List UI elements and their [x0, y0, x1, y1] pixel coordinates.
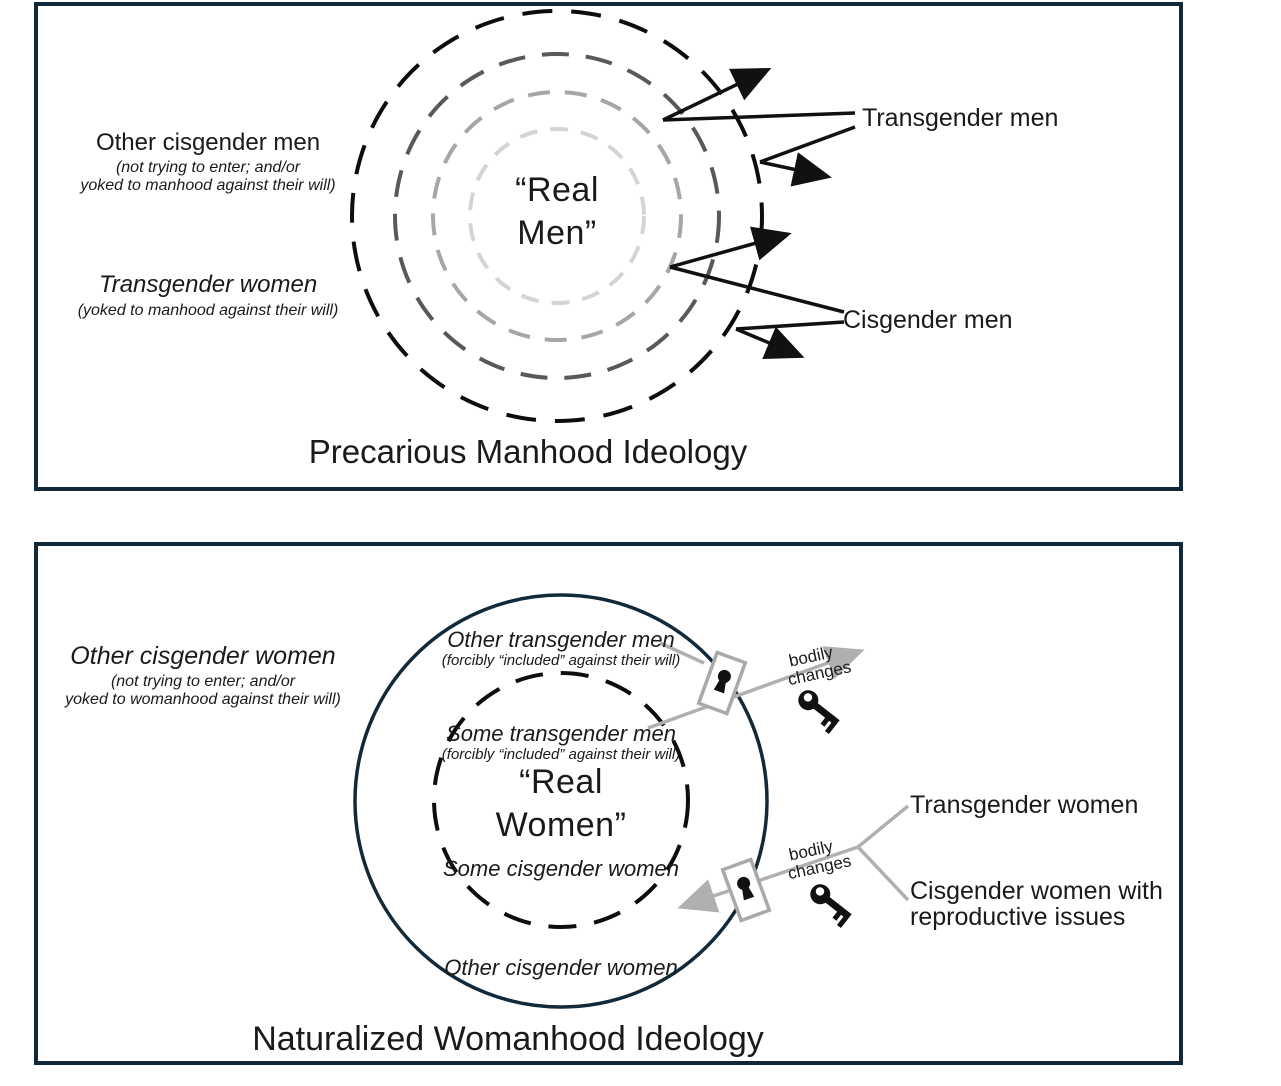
some-cisgender-women-label: Some cisgender women: [442, 856, 679, 881]
bottom-gate-lines: [677, 804, 910, 913]
naturalized-womanhood-panel: bodily changes: [34, 542, 1183, 1065]
other-cisgender-women-inside-label: Other cisgender women: [444, 955, 678, 980]
bodily-changes-label-bottom: bodily changes: [786, 837, 853, 884]
real-men-line2: Men”: [517, 214, 597, 252]
dashed-ring-inner: [468, 127, 646, 305]
bodily-changes-label-top: bodily changes: [786, 643, 853, 690]
entry-label-line: Cisgender women with: [910, 877, 1163, 905]
lock-icon: [696, 650, 748, 716]
other-cisgender-men-label: Other cisgender men: [95, 129, 321, 156]
other-transgender-men-subtext: (forcibly “included” against their will): [441, 652, 681, 669]
connector-lower-1: [669, 265, 845, 314]
other-transgender-men-label: Other transgender men: [447, 627, 675, 652]
bottom-gate: bodily changes: [677, 804, 910, 929]
inner-dashed-circle: [432, 671, 690, 929]
some-transgender-men-subtext: (forcibly “included” against their will): [441, 746, 681, 763]
top-gate-lines: [647, 641, 865, 730]
key-icon: [798, 690, 840, 735]
connector-cisgender-women: [856, 845, 910, 902]
real-women-line2: Women”: [495, 806, 627, 844]
cisgender-men-arrows: [669, 226, 845, 359]
key-icon: [810, 884, 852, 929]
manhood-diagram-canvas: [350, 9, 856, 423]
dashed-ring-outer: [350, 9, 764, 423]
subtext-line: yoked to manhood against their will): [80, 177, 336, 194]
subtext-line: (yoked to manhood against their will): [77, 302, 339, 319]
other-cisgender-women-outside-subtext: (not trying to enter; and/or yoked to wo…: [43, 673, 363, 709]
transgender-men-arrows: [662, 67, 856, 187]
connector-transgender-women: [856, 804, 910, 849]
manhood-title: Precarious Manhood Ideology: [308, 433, 748, 470]
some-transgender-men-label: Some transgender men: [446, 721, 676, 746]
entry-arrow: [677, 845, 859, 913]
womanhood-diagram-canvas: bodily changes: [353, 593, 910, 1009]
connector-upper-2: [759, 125, 856, 164]
precarious-manhood-panel: Other cisgender men (not trying to enter…: [34, 2, 1183, 491]
transgender-men-arrow-label: Transgender men: [862, 104, 1059, 132]
connector-lower-2: [735, 320, 845, 331]
transgender-women-subtext: (yoked to manhood against their will): [48, 302, 368, 320]
exit-arrow: [647, 646, 865, 730]
transgender-women-label: Transgender women: [98, 271, 318, 298]
transgender-women-entry-label: Transgender women: [910, 791, 1139, 819]
entry-label-line: reproductive issues: [910, 903, 1126, 931]
arrow-out-upper: [662, 67, 772, 122]
real-men-label: “Real Men”: [447, 169, 667, 255]
dashed-ring-2: [393, 52, 721, 380]
arrow-out-upper-short: [759, 152, 832, 187]
arrow-out-lower-short: [735, 326, 805, 359]
subtext-line: (not trying to enter; and/or: [110, 673, 296, 690]
solid-boundary-circle: [353, 593, 769, 1009]
real-women-label: “Real Women”: [431, 761, 691, 847]
cisgender-women-entry-label: Cisgender women with reproductive issues: [910, 878, 1163, 930]
other-cisgender-men-subtext: (not trying to enter; and/or yoked to ma…: [48, 159, 368, 195]
subtext-line: yoked to womanhood against their will): [65, 691, 341, 708]
cisgender-men-arrow-label: Cisgender men: [843, 306, 1013, 334]
connector-upper-1: [662, 111, 856, 122]
real-men-line1: “Real: [515, 171, 599, 209]
other-cisgender-women-outside-label: Other cisgender women: [70, 642, 336, 670]
real-women-line1: “Real: [519, 763, 603, 801]
womanhood-title: Naturalized Womanhood Ideology: [252, 1020, 764, 1058]
lock-icon: [720, 857, 772, 923]
dashed-ring-3: [431, 90, 683, 342]
connector-other-transmen: [659, 641, 705, 665]
subtext-line: (not trying to enter; and/or: [115, 159, 301, 176]
arrow-out-lower: [669, 226, 792, 269]
